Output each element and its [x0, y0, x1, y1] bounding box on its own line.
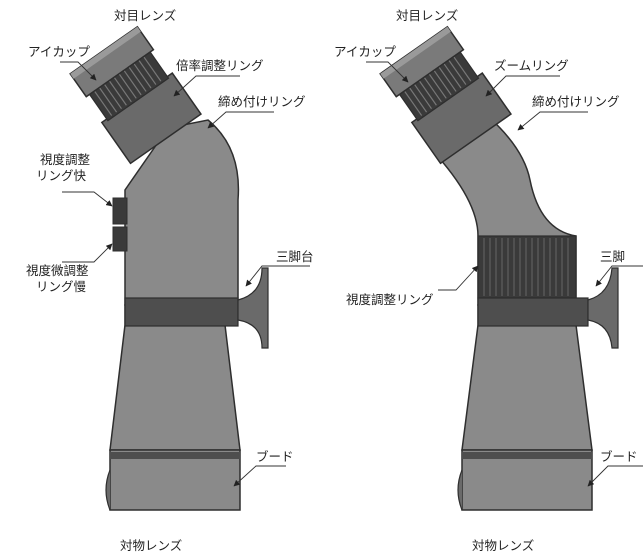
right-locking-ring-label: 締め付けリング	[532, 94, 620, 109]
left-diopter-slow-label-2: リング慢	[36, 279, 87, 294]
left-eyepiece-top-label: 対目レンズ	[114, 8, 176, 23]
left-objective-label: 対物レンズ	[120, 538, 182, 553]
left-magnification-ring-label: 倍率調整リング	[176, 58, 264, 73]
right-objective-label: 対物レンズ	[472, 538, 534, 553]
left-diopter-fast-ring[interactable]	[112, 197, 128, 225]
right-diopter-ring[interactable]	[477, 235, 577, 299]
left-tripod-mount	[237, 267, 269, 349]
left-lower-body	[109, 304, 241, 451]
right-tripod-label: 三脚	[600, 249, 625, 264]
left-tripod-band	[124, 297, 239, 327]
left-diopter-slow-ring[interactable]	[112, 226, 128, 252]
right-hood[interactable]	[461, 449, 593, 511]
left-diopter-fast-label-1: 視度調整	[40, 152, 91, 167]
left-locking-ring-label: 締め付けリング	[218, 94, 306, 109]
right-scope	[379, 25, 619, 511]
left-eyecup-label: アイカップ	[28, 44, 90, 59]
right-eyepiece-top-label: 対目レンズ	[396, 8, 458, 23]
right-eyecup-label: アイカップ	[334, 44, 396, 59]
right-zoom-ring-label: ズームリング	[494, 58, 569, 73]
right-lower-body	[461, 304, 593, 451]
left-diopter-fast-label-2: リング快	[36, 168, 87, 183]
left-hood-label: ブード	[256, 449, 294, 464]
right-diopter-label: 視度調整リング	[346, 292, 434, 307]
left-scope	[69, 25, 269, 511]
right-hood-label: ブード	[600, 449, 638, 464]
left-hood[interactable]	[109, 449, 241, 511]
left-diopter-slow-label-1: 視度微調整	[26, 263, 89, 278]
left-tripod-label: 三脚台	[276, 249, 314, 264]
right-tripod-mount	[587, 267, 619, 349]
right-tripod-band	[477, 297, 589, 327]
